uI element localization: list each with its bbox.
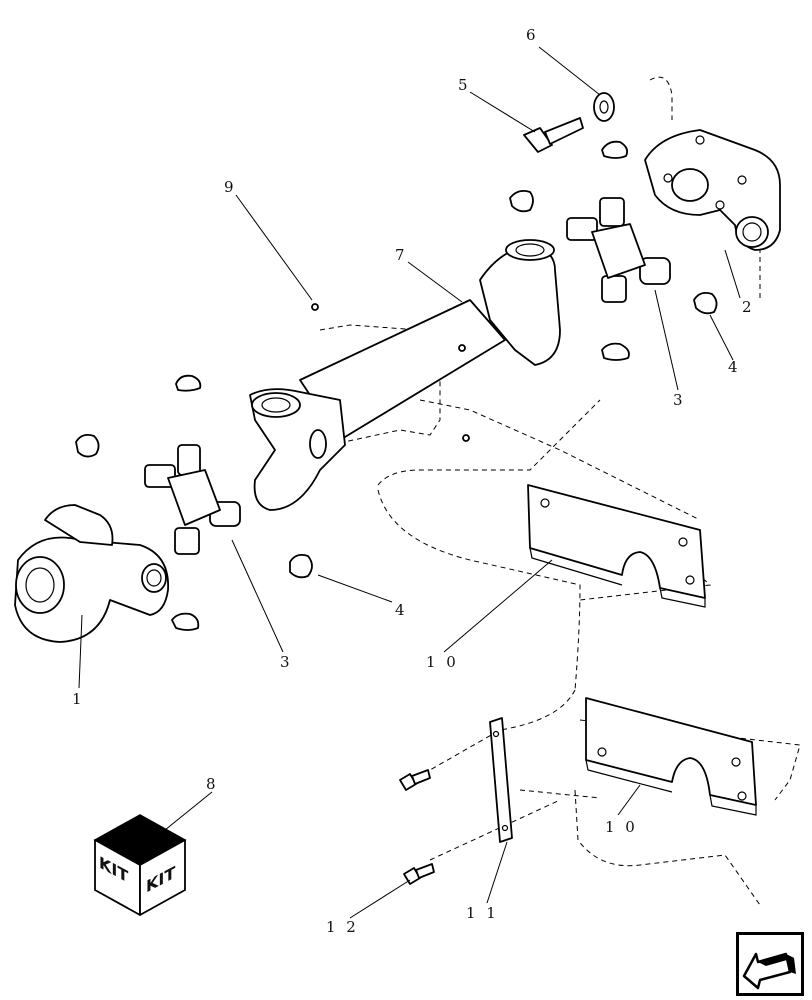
flange-yoke [644,129,781,251]
hex-bolt [523,117,584,153]
callout-9: 9 [224,178,237,196]
kit-box [93,814,187,916]
callout-6: 6 [526,26,539,44]
callout-10-upper: 1 0 [426,653,459,671]
callout-3-left: 3 [280,653,293,671]
mounting-strap [489,717,513,843]
callout-11: 1 1 [466,904,499,922]
arrow-down-left-icon [736,932,804,996]
lock-washer [593,92,615,122]
callout-1: 1 [72,690,85,708]
flange-bolt-lower [403,863,435,885]
u-joint-cross-right [566,197,671,303]
callout-4-left: 4 [395,601,408,619]
drive-shaft [249,239,561,511]
splined-yoke [14,504,169,643]
callout-4-right: 4 [728,358,741,376]
callout-7: 7 [395,246,408,264]
callout-5: 5 [458,76,471,94]
previous-view-button[interactable] [736,932,804,996]
grease-fittings [311,303,470,442]
shield-plate-lower [585,697,757,816]
leader-lines [78,46,741,919]
shield-plate-upper [527,484,706,608]
callout-12: 1 2 [326,918,359,936]
callout-3-right: 3 [673,391,686,409]
callout-8: 8 [206,775,219,793]
flange-bolt-upper [399,769,431,791]
u-joint-cross-left [144,444,241,555]
snap-rings [75,140,718,631]
callout-10-lower: 1 0 [605,818,638,836]
callout-2: 2 [742,298,755,316]
